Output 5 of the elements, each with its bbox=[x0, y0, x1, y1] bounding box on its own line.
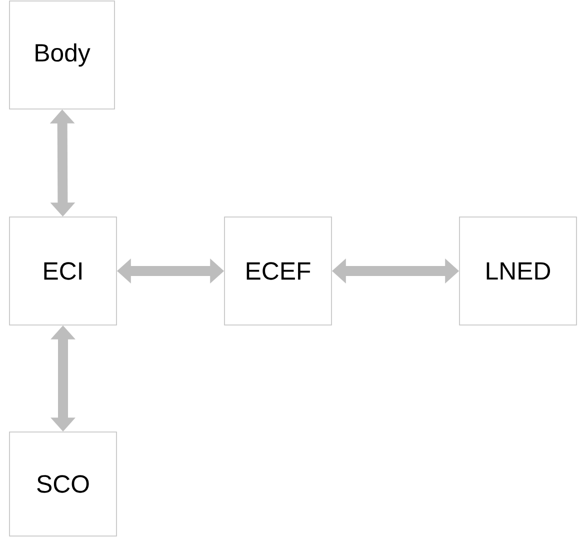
frame-box: ECEF bbox=[224, 216, 332, 326]
frame-box: Body bbox=[9, 0, 115, 110]
frame-box: LNED bbox=[459, 216, 577, 326]
frame-box: SCO bbox=[9, 432, 117, 536]
frame-box: ECI bbox=[9, 216, 117, 326]
